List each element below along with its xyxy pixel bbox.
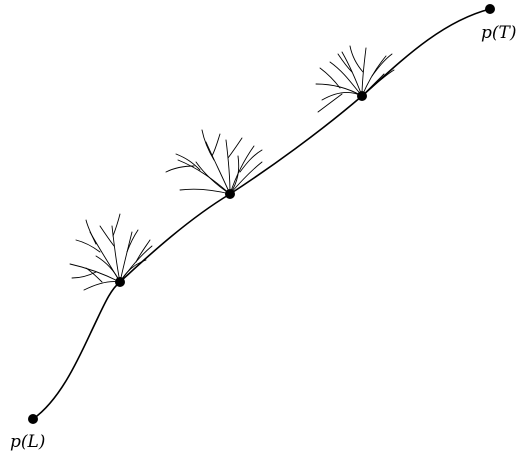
start-label: p(L) [10,432,45,452]
branch-point-3 [357,91,367,101]
branch-cluster-2 [165,129,263,195]
end-label: p(T) [481,23,517,43]
end-point [485,4,495,14]
main-path-curve [32,8,491,420]
branch-point-1 [115,277,125,287]
start-point [28,414,38,424]
branch-cluster-1 [69,213,153,291]
branch-point-2 [225,189,235,199]
